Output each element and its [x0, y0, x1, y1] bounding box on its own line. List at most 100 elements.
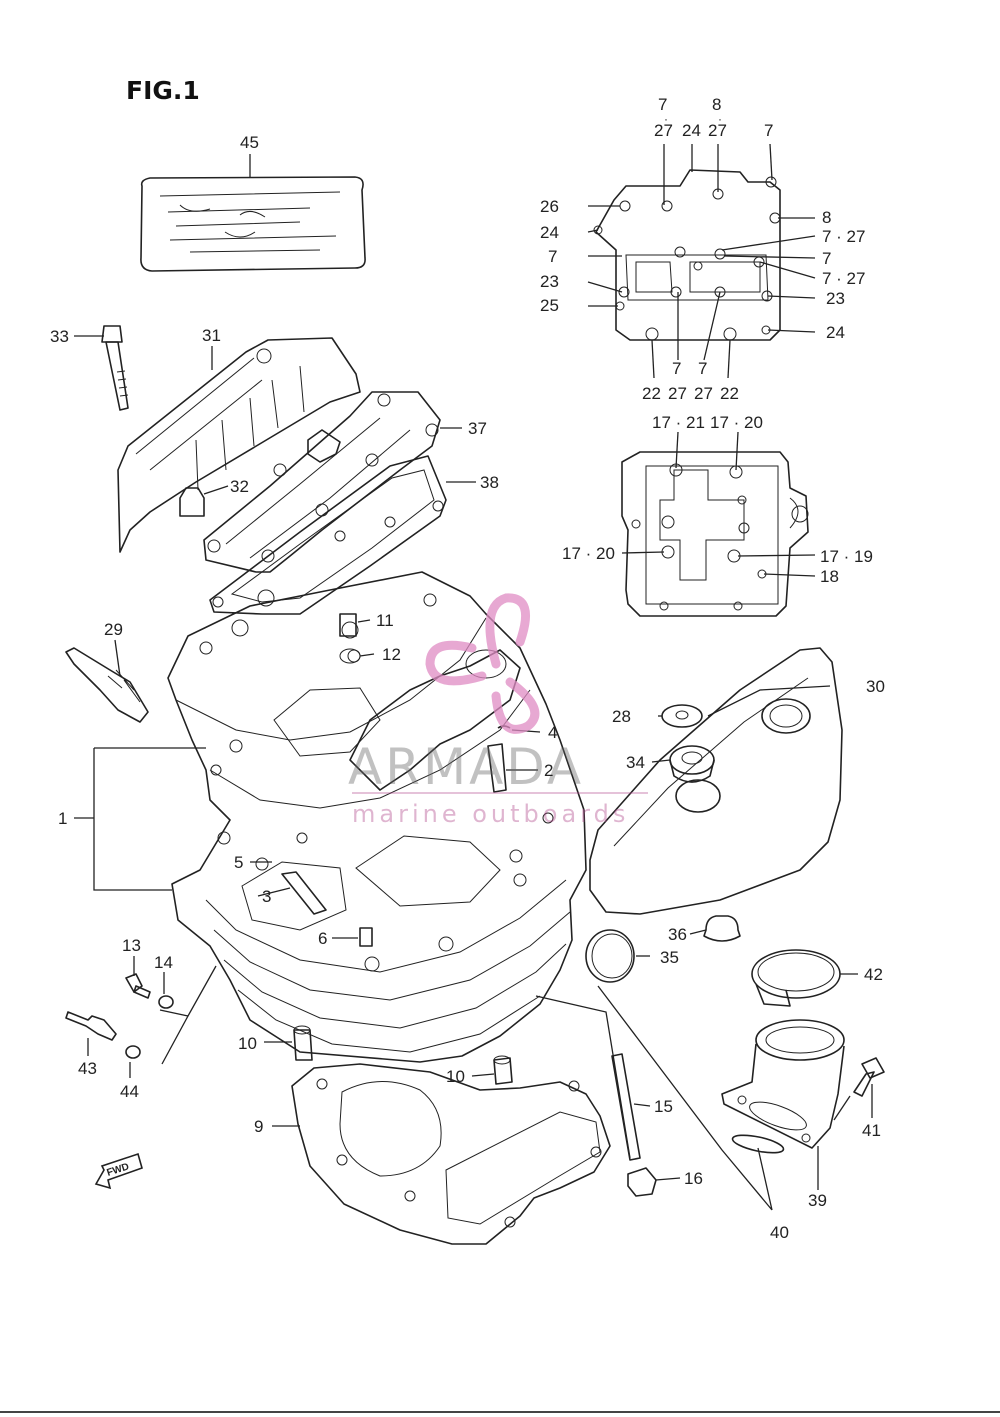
label-17-19: 17 · 19 — [820, 547, 873, 566]
watermark-name: ARMADA — [348, 738, 584, 796]
nut-16 — [627, 1167, 657, 1197]
label-7: 7 — [822, 249, 831, 268]
label-2: 2 — [544, 761, 553, 780]
stud-15 — [611, 1053, 641, 1161]
label-17-20: 17 · 20 — [710, 413, 763, 432]
nut-32 — [179, 487, 205, 517]
label-22: 22 — [720, 384, 739, 403]
cylinder-head-cover-top-view — [593, 169, 781, 341]
label-37: 37 — [468, 419, 487, 438]
grommet-34 — [669, 745, 715, 783]
label-23: 23 — [540, 272, 559, 291]
label-27: 27 — [654, 121, 673, 140]
bolt-41 — [853, 1057, 885, 1097]
camshaft-cover-37 — [203, 391, 441, 573]
sensor-43 — [65, 1011, 117, 1041]
label-24: 24 — [540, 223, 559, 242]
label-4: 4 — [548, 723, 557, 742]
label-14: 14 — [154, 953, 173, 972]
head-cover-shroud-31 — [117, 337, 361, 553]
label-24: 24 — [826, 323, 845, 342]
label-10: 10 — [238, 1034, 257, 1053]
label-29: 29 — [104, 620, 123, 639]
label-27: 27 — [668, 384, 687, 403]
part-labels: 45 26 24 7 23 25 7 27 24 8 27 7 · · 8 7 … — [50, 95, 885, 1242]
leader-lines-17-series — [621, 431, 816, 577]
head-gasket-9 — [291, 1063, 611, 1245]
label-3: 3 — [262, 887, 271, 906]
armada-watermark: ARMADA marine outboards — [348, 593, 648, 828]
label-36: 36 — [668, 925, 687, 944]
label-39: 39 — [808, 1191, 827, 1210]
label-32: 32 — [230, 477, 249, 496]
bolt-33 — [101, 325, 129, 411]
dowel-pin-10b — [493, 1055, 513, 1085]
cylinder-head-1 — [167, 571, 587, 1063]
label-22: 22 — [642, 384, 661, 403]
label-7: 7 — [658, 95, 667, 114]
gasket-kit-45 — [140, 176, 366, 272]
label-7: 7 — [764, 121, 773, 140]
washer-44 — [125, 1045, 141, 1059]
label-18: 18 — [820, 567, 839, 586]
label-12: 12 — [382, 645, 401, 664]
label-7: 7 — [698, 359, 707, 378]
label-5: 5 — [234, 853, 243, 872]
label-40: 40 — [770, 1223, 789, 1242]
label-7-27: 7 · 27 — [822, 269, 865, 288]
label-33: 33 — [50, 327, 69, 346]
label-17-21: 17 · 21 — [652, 413, 705, 432]
hose-clamp-42 — [751, 949, 841, 1007]
label-8: 8 — [712, 95, 721, 114]
side-cover-30 — [589, 647, 843, 915]
label-28: 28 — [612, 707, 631, 726]
label-25: 25 — [540, 296, 559, 315]
label-38: 38 — [480, 473, 499, 492]
bolt-13 — [125, 973, 151, 999]
label-6: 6 — [318, 929, 327, 948]
label-44: 44 — [120, 1082, 139, 1101]
cap-36 — [703, 915, 741, 942]
dowel-pin-10a — [293, 1025, 313, 1061]
label-42: 42 — [864, 965, 883, 984]
label-7: 7 — [672, 359, 681, 378]
label-24: 24 — [682, 121, 701, 140]
label-35: 35 — [660, 948, 679, 967]
label-8: 8 — [822, 208, 831, 227]
leader-lines-top-right — [587, 143, 816, 379]
svg-text:·: · — [664, 112, 668, 126]
svg-text:·: · — [718, 112, 722, 126]
label-27: 27 — [694, 384, 713, 403]
label-26: 26 — [540, 197, 559, 216]
fwd-arrow-icon: FWD — [94, 1152, 143, 1190]
label-17-20: 17 · 20 — [562, 544, 615, 563]
label-41: 41 — [862, 1121, 881, 1140]
label-7-27: 7 · 27 — [822, 227, 865, 246]
label-10: 10 — [446, 1067, 465, 1086]
label-7: 7 — [548, 247, 557, 266]
washer-14 — [158, 995, 174, 1009]
o-ring-40 — [731, 1134, 785, 1154]
label-43: 43 — [78, 1059, 97, 1078]
watermark-tagline: marine outboards — [352, 800, 629, 828]
figure-title: FIG.1 — [126, 76, 200, 105]
label-30: 30 — [866, 677, 885, 696]
label-11: 11 — [376, 611, 394, 630]
spark-plug-29 — [65, 647, 149, 723]
grommet-28 — [661, 704, 703, 728]
label-16: 16 — [684, 1169, 703, 1188]
propeller-logo-icon — [425, 593, 540, 734]
intake-pipe-39 — [721, 1019, 845, 1149]
label-23: 23 — [826, 289, 845, 308]
label-45: 45 — [240, 133, 259, 152]
plug-35 — [585, 929, 635, 983]
label-13: 13 — [122, 936, 141, 955]
leader-lines-main — [74, 154, 873, 1211]
label-31: 31 — [202, 326, 221, 345]
label-34: 34 — [626, 753, 645, 772]
label-15: 15 — [654, 1097, 673, 1116]
label-9: 9 — [254, 1117, 263, 1136]
label-1: 1 — [58, 809, 67, 828]
